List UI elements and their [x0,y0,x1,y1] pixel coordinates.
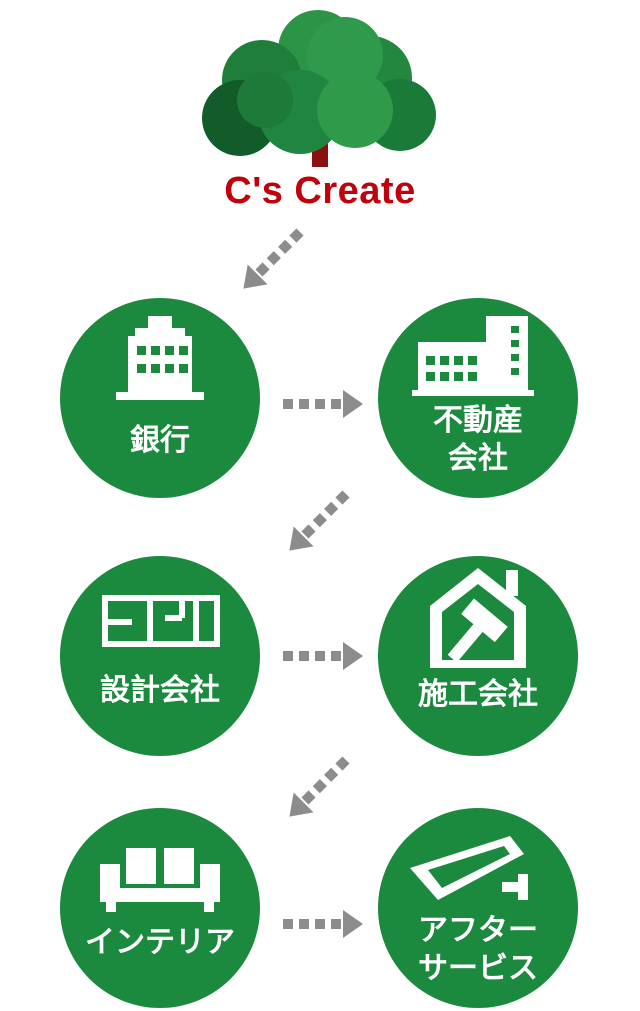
node-label: アフター サービス [418,913,538,986]
node-label: 銀行 [130,423,190,458]
arrow-right [283,390,363,418]
brand-name: C's Create [224,170,416,212]
tree-icon [202,10,436,167]
sofa-icon [100,848,220,912]
node-label: 不動産 会社 [433,403,523,476]
node-label: 設計会社 [100,673,220,708]
node-design-firm: 設計会社 [60,556,260,756]
node-label: インテリア [85,925,235,960]
node-construction: 施工会社 [378,556,578,756]
office-building-icon [412,316,534,396]
brand-logo: C's Create [0,0,640,220]
node-interior: インテリア [60,808,260,1008]
floor-plan-icon [102,595,220,647]
house-hammer-icon [430,568,526,668]
arrow-diagonal [279,484,356,561]
arrow-right [283,642,363,670]
node-label: 施工会社 [418,677,538,712]
arrow-diagonal [279,750,356,827]
node-after-service: アフター サービス [378,808,578,1008]
security-camera-icon [410,836,528,900]
node-bank: 銀行 [60,298,260,498]
arrow-diagonal [233,222,310,299]
bank-building-icon [116,316,204,400]
arrow-right [283,910,363,938]
node-real-estate: 不動産 会社 [378,298,578,498]
